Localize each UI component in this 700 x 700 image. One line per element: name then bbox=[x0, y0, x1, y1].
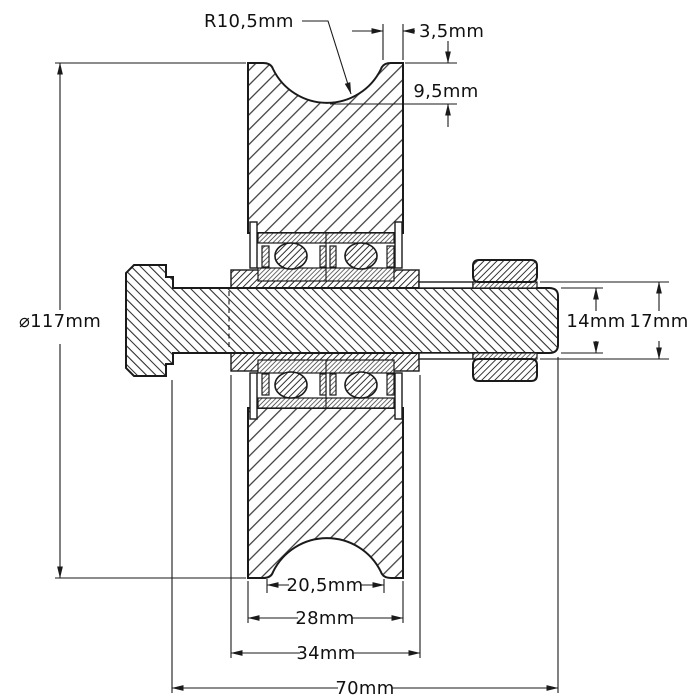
dim-groove-width: 20,5mm bbox=[266, 575, 385, 596]
axle-profile bbox=[125, 264, 559, 377]
wheel-lower-half bbox=[247, 407, 404, 579]
dim-nut-size: 17mm bbox=[540, 281, 688, 360]
cage-bar bbox=[319, 373, 327, 396]
axle-shaft bbox=[125, 264, 559, 377]
bearing-assembly-top bbox=[230, 221, 420, 289]
dim-label-axle-length: 70mm bbox=[335, 678, 394, 699]
retaining-ring bbox=[394, 372, 403, 420]
cage-bar bbox=[261, 373, 270, 396]
dim-axle-diameter: 14mm bbox=[561, 287, 625, 354]
dim-label-groove-radius: R10,5mm bbox=[204, 11, 294, 32]
dim-groove-depth: 9,5mm bbox=[330, 41, 478, 127]
dim-hub-width: 28mm bbox=[247, 581, 404, 629]
spacer-tube bbox=[418, 281, 474, 289]
dim-groove-radius: R10,5mm bbox=[204, 11, 352, 95]
bearing-assembly-bottom bbox=[230, 352, 420, 420]
dim-axle-length: 70mm bbox=[171, 357, 559, 699]
bearing-ball bbox=[344, 371, 378, 399]
dim-sleeve-width: 34mm bbox=[230, 375, 421, 664]
dim-outer-diameter: ⌀117mm bbox=[19, 62, 246, 579]
retaining-ring bbox=[249, 221, 258, 269]
axle-nut-assembly bbox=[418, 259, 538, 382]
bearing-ball bbox=[274, 242, 308, 270]
bearing-ball bbox=[344, 242, 378, 270]
dim-label-hub-width: 28mm bbox=[295, 608, 354, 629]
cage-bar bbox=[329, 245, 337, 268]
spacer-tube bbox=[418, 352, 474, 360]
cage-bar bbox=[386, 373, 395, 396]
wheel-section bbox=[247, 62, 404, 579]
retaining-ring bbox=[249, 372, 258, 420]
dim-label-groove-depth: 9,5mm bbox=[413, 81, 478, 102]
dim-rim-width: 3,5mm bbox=[352, 21, 484, 60]
dim-label-outer-diameter: ⌀117mm bbox=[19, 311, 101, 332]
dim-label-axle-diameter: 14mm bbox=[566, 311, 625, 332]
bearing-ball bbox=[274, 371, 308, 399]
cage-bar bbox=[386, 245, 395, 268]
cage-bar bbox=[261, 245, 270, 268]
dim-label-sleeve-width: 34mm bbox=[296, 643, 355, 664]
dim-label-nut-size: 17mm bbox=[629, 311, 688, 332]
cage-bar bbox=[319, 245, 327, 268]
retaining-ring bbox=[394, 221, 403, 269]
wheel-upper-half bbox=[247, 62, 404, 234]
nut-top bbox=[472, 259, 538, 283]
cage-bar bbox=[329, 373, 337, 396]
nut-bottom bbox=[472, 358, 538, 382]
dim-label-groove-width: 20,5mm bbox=[287, 575, 364, 596]
dim-label-rim-width: 3,5mm bbox=[419, 21, 484, 42]
